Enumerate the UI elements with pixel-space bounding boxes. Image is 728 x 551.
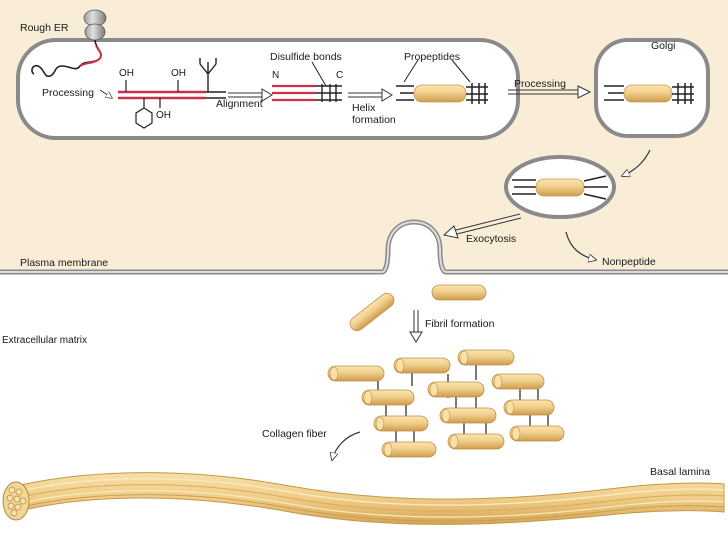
tropocollagen-rod	[427, 381, 485, 398]
processing-arrow-2	[508, 85, 592, 99]
propeptide-pointer-right	[451, 59, 471, 83]
tropocollagen-rod	[457, 349, 515, 366]
tropocollagen-rod	[393, 357, 451, 374]
procollagen-golgi	[604, 83, 694, 104]
glycosylation-icon	[199, 58, 217, 92]
hydroxyl-label-1: OH	[119, 68, 134, 79]
tropocollagen-rod-end	[363, 390, 373, 405]
tropocollagen-rod	[381, 441, 437, 458]
hydroxyl-label-3: OH	[156, 110, 171, 121]
tropocollagen-rod-end	[511, 426, 521, 441]
alignment-label: Alignment	[216, 98, 263, 110]
rough-er-label: Rough ER	[20, 22, 69, 34]
tropocollagen-rod-end	[505, 400, 515, 415]
helix-label-line1: Helix	[352, 102, 376, 114]
collagen-fibril	[327, 349, 565, 458]
exocytosis-arrow	[442, 213, 522, 239]
tropocollagen-rod-end	[459, 350, 469, 365]
tropocollagen-rod-end	[493, 374, 503, 389]
collagen-fiber-label: Collagen fiber	[262, 428, 327, 440]
collagen-fiber	[7, 472, 725, 525]
fibril-formation-arrow	[409, 310, 423, 343]
tropocollagen-rod	[361, 389, 415, 406]
tropocollagen-rod	[373, 415, 429, 432]
tropocollagen-rod	[503, 399, 555, 416]
tropocollagen-rod	[327, 365, 385, 382]
collagen-fiber-arrow	[332, 431, 361, 460]
tropocollagen-rod-end	[429, 382, 439, 397]
n-terminus-label: N	[272, 70, 280, 81]
hydroxyl-label-2: OH	[171, 68, 186, 79]
tropocollagen-rod	[439, 407, 497, 424]
disulfide-bonds-label: Disulfide bonds	[270, 51, 342, 63]
tropocollagen-rod	[491, 373, 545, 390]
tropocollagen-rod-end	[449, 434, 459, 449]
helix-formation-arrow	[348, 88, 393, 102]
c-terminus-label: C	[336, 70, 344, 81]
basal-lamina-label: Basal lamina	[650, 466, 711, 478]
tropocollagen-rod-end	[441, 408, 451, 423]
procollagen-er	[396, 83, 488, 104]
fibril-formation-label: Fibril formation	[425, 318, 495, 330]
nonpeptide-label: Nonpeptide	[602, 256, 656, 268]
aligned-chains	[272, 84, 342, 102]
golgi-to-vesicle-arrow	[622, 149, 651, 176]
plasma-membrane-label: Plasma membrane	[20, 257, 109, 269]
propeptides-label: Propeptides	[404, 51, 461, 63]
disulfide-pointer	[311, 61, 327, 87]
hydroxylated-chain	[118, 80, 226, 129]
tropocollagen-rod-end	[375, 416, 385, 431]
fiber-cross-section	[2, 481, 30, 521]
free-tropocollagen	[349, 284, 487, 332]
rough-er-compartment	[16, 38, 520, 140]
procollagen-vesicle	[512, 175, 608, 200]
exocytosis-label: Exocytosis	[466, 233, 517, 245]
tropocollagen-rod	[509, 425, 565, 442]
tropocollagen-rod-end	[329, 366, 339, 381]
tropocollagen-rod-end	[383, 442, 393, 457]
extracellular-matrix-label: Extracellular matrix	[2, 335, 88, 346]
alignment-arrow	[228, 88, 273, 102]
golgi-label: Golgi	[651, 40, 676, 52]
processing-arrow-1	[99, 89, 112, 98]
tropocollagen-rod-end	[395, 358, 405, 373]
nonpeptide-arrow	[565, 231, 596, 260]
processing-label-2: Processing	[514, 78, 566, 90]
processing-label-1: Processing	[42, 87, 94, 99]
helix-label-line2: formation	[352, 114, 396, 126]
tropocollagen-rod	[447, 433, 505, 450]
ribosome-icon	[83, 9, 107, 41]
propeptide-pointer-left	[403, 59, 419, 83]
